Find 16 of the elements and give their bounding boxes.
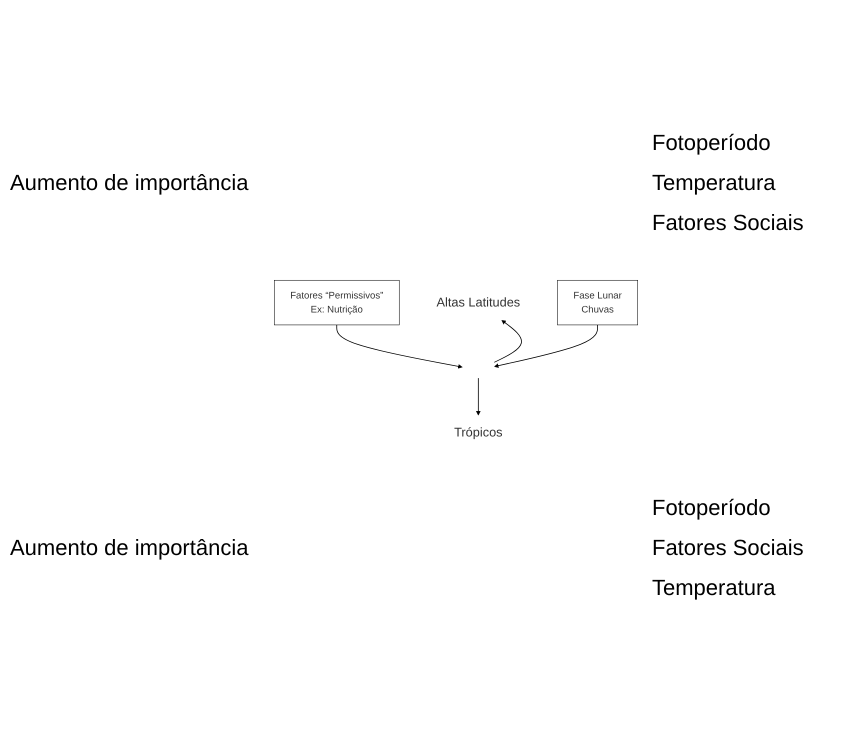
node-box: Fase Lunar Chuvas [557, 280, 638, 326]
factor-label: Temperatura [652, 575, 777, 602]
factor-label: Temperatura [652, 170, 777, 196]
factor-label: Fatores Sociais [652, 535, 805, 562]
arrow [336, 324, 463, 369]
factor-label: Fotoperíodo [652, 495, 772, 522]
arrow [494, 324, 598, 368]
node-text: Trópicos [454, 426, 503, 440]
arrow [476, 378, 481, 416]
factor-label: Fatores Sociais [652, 210, 805, 236]
node-text: Altas Latitudes [436, 295, 520, 310]
note-text: Aumento de importância [10, 170, 250, 196]
factor-label: Fotoperíodo [652, 130, 772, 156]
note-text: Aumento de importância [10, 535, 250, 562]
node-box: Fatores “Permissivos” Ex: Nutrição [274, 280, 400, 326]
arrow [494, 320, 522, 363]
